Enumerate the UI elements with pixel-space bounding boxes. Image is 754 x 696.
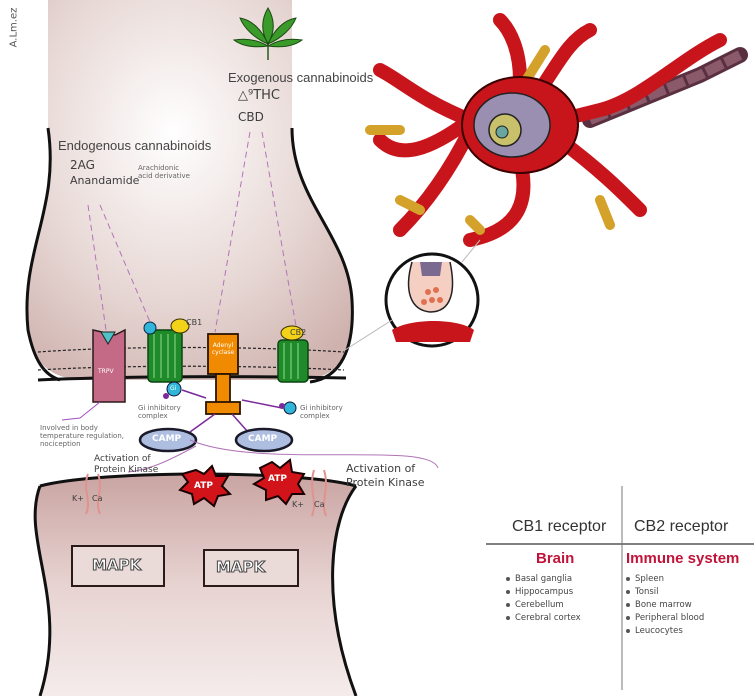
- endogenous-note: Arachidonic acid derivative: [138, 164, 190, 180]
- atp-left-label: ATP: [194, 481, 213, 491]
- camp-right-label: CAMP: [248, 434, 277, 444]
- trpv-note: Involved in body temperature regulation,…: [40, 424, 124, 448]
- adenylyl-label: Adenyl cyclase: [211, 342, 235, 356]
- cb1-locations-list: Basal ganglia Hippocampus Cerebellum Cer…: [506, 574, 581, 626]
- ion-k-right: K+: [292, 500, 304, 509]
- cb1-location-item: Cerebellum: [506, 600, 581, 610]
- trpv-channel: [93, 330, 125, 402]
- cb2-receptor-header: CB2 receptor: [634, 518, 728, 536]
- ion-k-left: K+: [72, 494, 84, 503]
- pka-left-label: Activation of Protein Kinase: [94, 454, 164, 476]
- atp-right-label: ATP: [268, 474, 287, 484]
- mapk-left-label: MAPK: [92, 556, 141, 574]
- pka-right-label: Activation of Protein Kinase: [346, 462, 426, 490]
- camp-left-label: CAMP: [152, 434, 181, 444]
- cb1-region: Brain: [536, 550, 574, 567]
- cb1-label: CB1: [186, 318, 202, 327]
- endogenous-title: Endogenous cannabinoids: [58, 138, 211, 153]
- cb2-locations-list: Spleen Tonsil Bone marrow Peripheral blo…: [626, 574, 704, 639]
- cb2-location-item: Bone marrow: [626, 600, 704, 610]
- cb1-receptor-header: CB1 receptor: [512, 518, 606, 536]
- gi-complex-left-label: Gi inhibitory complex: [138, 404, 188, 420]
- cb1-location-item: Hippocampus: [506, 587, 581, 597]
- cb2-region: Immune system: [626, 550, 739, 567]
- mapk-right-label: MAPK: [216, 558, 265, 576]
- exogenous-item-cbd: CBD: [238, 110, 264, 124]
- neuron-cell-icon: [370, 20, 740, 240]
- synapse-zoom-circle: [386, 254, 478, 346]
- cb2-location-item: Peripheral blood: [626, 613, 704, 623]
- cb2-location-item: Spleen: [626, 574, 704, 584]
- signature: A.Lm.ez: [8, 8, 19, 48]
- exogenous-title: Exogenous cannabinoids: [228, 70, 373, 85]
- endogenous-item-anandamide: Anandamide: [70, 174, 139, 187]
- ion-ca-right: Ca: [314, 500, 325, 509]
- ion-ca-left: Ca: [92, 494, 103, 503]
- cb2-label: CB2: [290, 328, 306, 337]
- gi-label: Gi: [170, 385, 176, 392]
- gi-complex-right-label: Gi inhibitory complex: [300, 404, 370, 420]
- trpv-label: TRPV: [98, 368, 114, 375]
- exogenous-item-thc: △⁹THC: [238, 88, 280, 103]
- cb2-location-item: Tonsil: [626, 587, 704, 597]
- endogenous-item-2ag: 2AG: [70, 158, 95, 172]
- cb1-location-item: Basal ganglia: [506, 574, 581, 584]
- cb2-location-item: Leucocytes: [626, 626, 704, 636]
- cb1-location-item: Cerebral cortex: [506, 613, 581, 623]
- gi-protein-right: [284, 402, 296, 414]
